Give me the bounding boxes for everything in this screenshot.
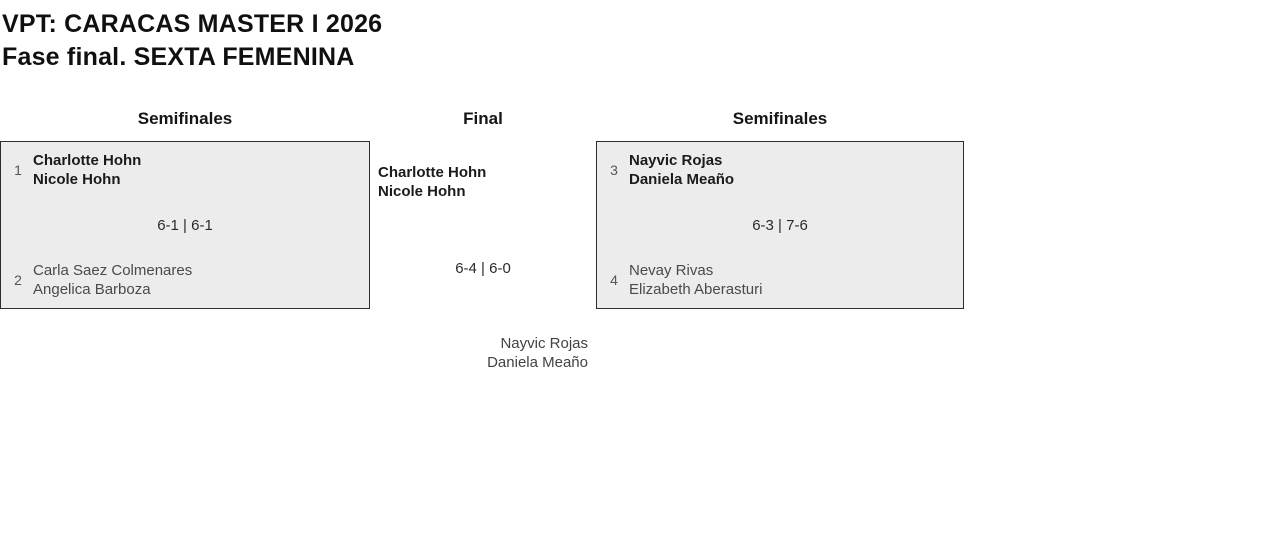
- team-row-seed-3: 3 Nayvic Rojas Daniela Meaño: [607, 151, 734, 189]
- round-header-final: Final: [463, 109, 503, 128]
- player-name: Nevay Rivas: [629, 262, 714, 279]
- player-name: Angelica Barboza: [33, 281, 151, 298]
- seed-number: 1: [14, 162, 22, 178]
- page-title: VPT: CARACAS MASTER I 2026: [2, 10, 383, 38]
- match-box-semifinal-left: 1 Charlotte Hohn Nicole Hohn 6-1 | 6-1 2…: [0, 141, 370, 309]
- team-names-winner: Charlotte Hohn Nicole Hohn: [33, 151, 141, 189]
- round-header-semifinals-right: Semifinales: [732, 109, 828, 128]
- player-name: Nicole Hohn: [378, 183, 466, 200]
- match-score: 6-1 | 6-1: [157, 217, 213, 234]
- team-names-loser: Nevay Rivas Elizabeth Aberasturi: [629, 261, 762, 299]
- player-name: Charlotte Hohn: [378, 164, 487, 181]
- player-name: Daniela Meaño: [487, 354, 588, 371]
- final-match-score: 6-4 | 6-0: [455, 260, 511, 277]
- player-name: Elizabeth Aberasturi: [629, 281, 763, 298]
- seed-number: 3: [610, 162, 618, 178]
- final-winner-team: Charlotte Hohn Nicole Hohn: [378, 163, 486, 201]
- player-name: Carla Saez Colmenares: [33, 262, 193, 279]
- team-row-seed-4: 4 Nevay Rivas Elizabeth Aberasturi: [607, 261, 762, 299]
- player-name: Nayvic Rojas: [629, 152, 723, 169]
- player-name: Nayvic Rojas: [500, 335, 588, 352]
- player-name: Charlotte Hohn: [33, 152, 142, 169]
- page-subtitle: Fase final. SEXTA FEMENINA: [2, 43, 355, 71]
- team-names-winner: Nayvic Rojas Daniela Meaño: [629, 151, 734, 189]
- seed-number: 4: [610, 272, 618, 288]
- team-row-seed-1: 1 Charlotte Hohn Nicole Hohn: [11, 151, 141, 189]
- player-name: Nicole Hohn: [33, 171, 121, 188]
- final-loser-team: Nayvic Rojas Daniela Meaño: [378, 334, 588, 372]
- player-name: Daniela Meaño: [629, 171, 735, 188]
- round-header-semifinals-left: Semifinales: [137, 109, 233, 128]
- match-box-semifinal-right: 3 Nayvic Rojas Daniela Meaño 6-3 | 7-6 4…: [596, 141, 964, 309]
- team-row-seed-2: 2 Carla Saez Colmenares Angelica Barboza: [11, 261, 192, 299]
- team-names-loser: Carla Saez Colmenares Angelica Barboza: [33, 261, 192, 299]
- match-score: 6-3 | 7-6: [752, 217, 808, 234]
- seed-number: 2: [14, 272, 22, 288]
